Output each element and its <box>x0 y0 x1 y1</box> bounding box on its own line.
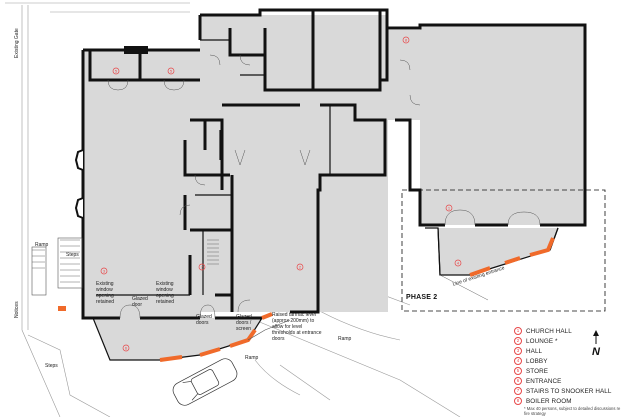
north-arrow-icon <box>593 330 599 344</box>
legend-number: 8 <box>514 397 522 405</box>
ramp-left-label: Ramp <box>35 242 49 248</box>
bay-windows <box>74 46 148 219</box>
raised-tarmac-label: Raised tarmac level (approx 200mm) to al… <box>272 312 322 342</box>
door-swings <box>107 54 541 319</box>
legend-label: HALL <box>526 347 543 355</box>
ramp-right-label: Ramp <box>338 336 352 342</box>
room-number-7: 7 <box>201 265 204 270</box>
legend-label: STORE <box>526 367 549 375</box>
steps-left-upper-label: Steps <box>66 252 79 258</box>
notices-label: Notices <box>14 301 20 318</box>
room-number-markers <box>100 36 462 352</box>
room-number-2: 2 <box>299 265 302 270</box>
orange-accents <box>159 237 555 362</box>
existing-window-right-label: Existing window opening retained <box>156 281 175 305</box>
legend-number: 6 <box>514 377 522 385</box>
existing-gate-label: Existing Gate <box>14 28 20 58</box>
glazed-doors-label: Glazed doors <box>196 314 212 326</box>
legend-label: LOBBY <box>526 357 548 365</box>
legend-label: LOUNGE * <box>526 337 558 345</box>
legend-item: 4 LOBBY <box>514 356 626 366</box>
legend-label: ENTRANCE <box>526 377 562 385</box>
legend-number: 3 <box>514 347 522 355</box>
legend-number: 5 <box>514 367 522 375</box>
legend-item: 7 STAIRS TO SNOOKER HALL <box>514 386 626 396</box>
legend-label: STAIRS TO SNOOKER HALL <box>526 387 612 395</box>
room-number-5b: 5 <box>170 69 173 74</box>
room-number-5a: 5 <box>115 69 118 74</box>
legend-label: CHURCH HALL <box>526 327 572 335</box>
existing-window-left-label: Existing window opening retained <box>96 281 115 305</box>
room-number-3: 3 <box>103 269 106 274</box>
legend-item: 1 CHURCH HALL <box>514 326 626 336</box>
room-number-8: 8 <box>405 38 408 43</box>
legend-note: * Max 40 persons, subject to detailed di… <box>524 406 621 416</box>
room-number-6: 6 <box>125 346 128 351</box>
orange-accent-left <box>58 306 66 311</box>
legend-item: 2 LOUNGE * <box>514 336 626 346</box>
glazed-doors-screen-label: Glazed doors / screen <box>236 314 252 332</box>
north-label: N <box>592 346 600 358</box>
stairs <box>32 239 219 283</box>
legend: 1 CHURCH HALL 2 LOUNGE * 3 HALL 4 LOBBY … <box>514 326 626 416</box>
phase2-label: PHASE 2 <box>406 294 438 301</box>
legend-label: BOILER ROOM <box>526 397 572 405</box>
site-lines <box>5 2 461 417</box>
steps-left-lower-label: Steps <box>45 363 58 369</box>
ramp-bottom-label: Ramp <box>245 355 259 361</box>
legend-item: 8 BOILER ROOM <box>514 396 626 406</box>
legend-number: 7 <box>514 387 522 395</box>
legend-item: 3 HALL <box>514 346 626 356</box>
legend-item: 6 ENTRANCE <box>514 376 626 386</box>
legend-item: 5 STORE <box>514 366 626 376</box>
legend-number: 2 <box>514 337 522 345</box>
floor-areas <box>83 15 585 360</box>
ramps <box>31 237 291 341</box>
line-of-existing-entrance <box>439 274 489 301</box>
room-number-1: 1 <box>448 206 451 211</box>
room-number-4: 4 <box>457 261 460 266</box>
legend-number: 1 <box>514 327 522 335</box>
car-icon <box>172 358 238 406</box>
glazed-door-label: Glazed door <box>132 296 148 308</box>
legend-number: 4 <box>514 357 522 365</box>
phase2-boundary <box>401 189 606 312</box>
